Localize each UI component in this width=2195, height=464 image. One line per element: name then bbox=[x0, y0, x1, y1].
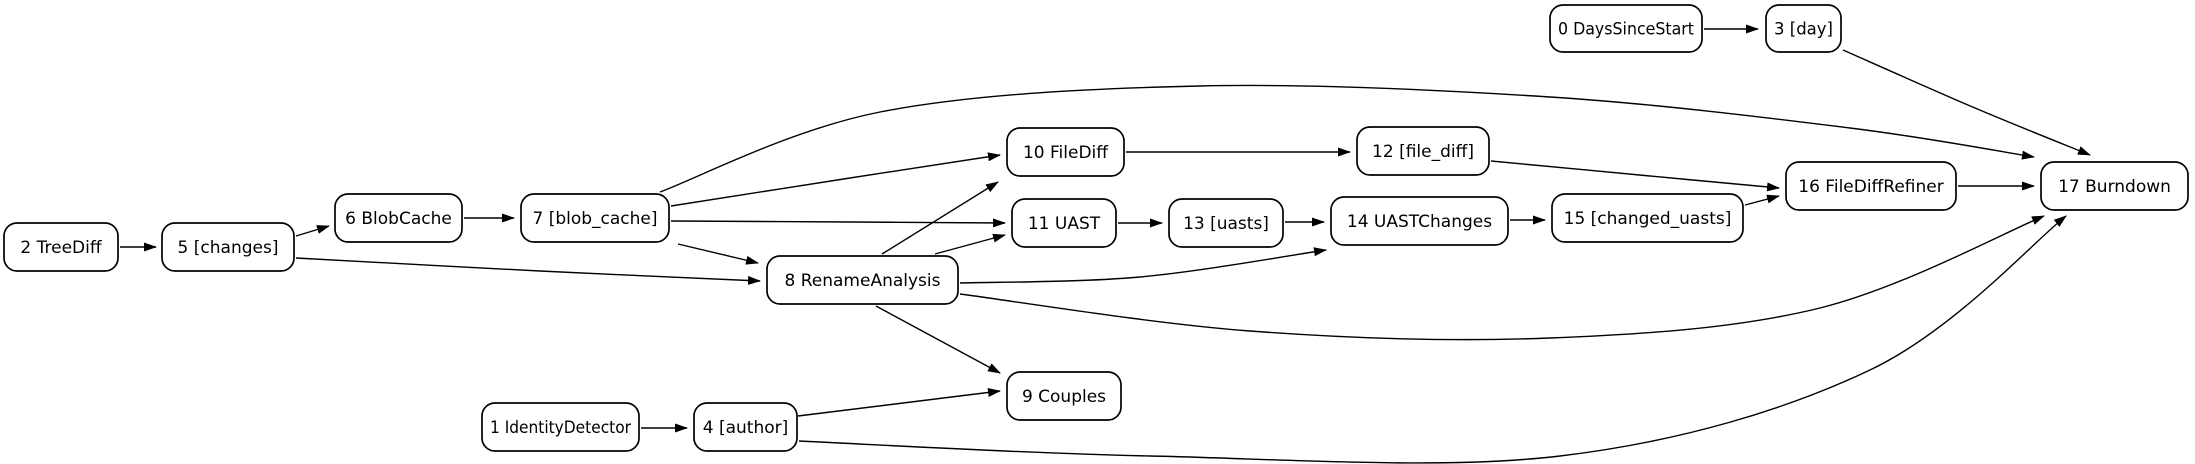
node-10: 10 FileDiff bbox=[1006, 127, 1125, 177]
edge-7-to-8 bbox=[677, 243, 759, 265]
node-15-box bbox=[1551, 193, 1744, 243]
node-11-box bbox=[1011, 198, 1117, 248]
edge-15-to-16 bbox=[1744, 194, 1780, 206]
node-13-box bbox=[1168, 198, 1284, 248]
node-9: 9 Couples bbox=[1006, 371, 1122, 421]
node-11-label: 11 UAST bbox=[1028, 214, 1101, 234]
node-1: 1 IdentityDetector bbox=[481, 402, 640, 452]
node-16-label: 16 FileDiffRefiner bbox=[1798, 177, 1943, 197]
node-16-box bbox=[1785, 161, 1957, 211]
edge-8-to-10 bbox=[881, 181, 999, 255]
node-4: 4 [author] bbox=[693, 402, 798, 452]
node-12: 12 [file_diff] bbox=[1356, 126, 1490, 176]
node-8: 8 RenameAnalysis bbox=[766, 255, 959, 305]
node-6: 6 BlobCache bbox=[334, 193, 463, 243]
node-13-label: 13 [uasts] bbox=[1183, 214, 1269, 234]
node-13: 13 [uasts] bbox=[1168, 198, 1284, 248]
node-15-label: 15 [changed_uasts] bbox=[1564, 209, 1732, 229]
edge-8-to-17 bbox=[959, 215, 2045, 341]
edge-7-to-17 bbox=[659, 84, 2035, 193]
edge-7-to-11 bbox=[670, 218, 1006, 228]
node-10-box bbox=[1006, 127, 1125, 177]
node-0: 0 DaysSinceStart bbox=[1549, 4, 1703, 53]
node-7-label: 7 [blob_cache] bbox=[532, 209, 657, 229]
node-2-box bbox=[3, 222, 119, 272]
node-9-box bbox=[1006, 371, 1122, 421]
node-7-box bbox=[520, 193, 670, 243]
edge-8-to-14 bbox=[959, 247, 1327, 284]
node-6-box bbox=[334, 193, 463, 243]
node-7: 7 [blob_cache] bbox=[520, 193, 670, 243]
node-5: 5 [changes] bbox=[161, 222, 295, 272]
edge-5-to-8 bbox=[295, 257, 761, 285]
edge-4-to-17 bbox=[798, 215, 2067, 464]
node-10-label: 10 FileDiff bbox=[1023, 143, 1109, 163]
node-4-box bbox=[693, 402, 798, 452]
edge-3-to-17 bbox=[1842, 49, 2091, 156]
node-17: 17 Burndown bbox=[2040, 161, 2189, 211]
node-5-label: 5 [changes] bbox=[178, 238, 279, 258]
node-2: 2 TreeDiff bbox=[3, 222, 119, 272]
edge-4-to-9 bbox=[797, 388, 1001, 417]
node-1-label: 1 IdentityDetector bbox=[490, 418, 631, 438]
node-8-label: 8 RenameAnalysis bbox=[785, 271, 941, 291]
node-6-label: 6 BlobCache bbox=[345, 209, 452, 229]
edge-12-to-16 bbox=[1490, 160, 1780, 192]
node-17-box bbox=[2040, 161, 2189, 211]
node-3: 3 [day] bbox=[1765, 4, 1842, 53]
node-17-label: 17 Burndown bbox=[2058, 177, 2171, 197]
node-1-box bbox=[481, 402, 640, 452]
edge-5-to-6 bbox=[295, 225, 330, 237]
node-0-box bbox=[1549, 4, 1703, 53]
edge-8-to-11 bbox=[934, 233, 1006, 255]
node-14: 14 UASTChanges bbox=[1330, 196, 1509, 246]
node-8-box bbox=[766, 255, 959, 305]
node-3-label: 3 [day] bbox=[1774, 20, 1833, 40]
edges-layer bbox=[120, 24, 2091, 464]
edge-7-to-10 bbox=[670, 152, 1001, 207]
node-2-label: 2 TreeDiff bbox=[20, 238, 102, 258]
node-16: 16 FileDiffRefiner bbox=[1785, 161, 1957, 211]
node-12-label: 12 [file_diff] bbox=[1372, 142, 1474, 162]
node-11: 11 UAST bbox=[1011, 198, 1117, 248]
node-5-box bbox=[161, 222, 295, 272]
node-9-label: 9 Couples bbox=[1022, 387, 1106, 407]
node-12-box bbox=[1356, 126, 1490, 176]
node-15: 15 [changed_uasts] bbox=[1551, 193, 1744, 243]
node-3-box bbox=[1765, 4, 1842, 53]
node-14-box bbox=[1330, 196, 1509, 246]
node-0-label: 0 DaysSinceStart bbox=[1558, 20, 1694, 40]
edge-8-to-9 bbox=[875, 305, 1001, 374]
node-14-label: 14 UASTChanges bbox=[1347, 212, 1492, 232]
node-4-label: 4 [author] bbox=[703, 418, 789, 438]
nodes-layer: 0 DaysSinceStart 3 [day] 2 TreeDiff 5 [chan… bbox=[3, 4, 2189, 452]
